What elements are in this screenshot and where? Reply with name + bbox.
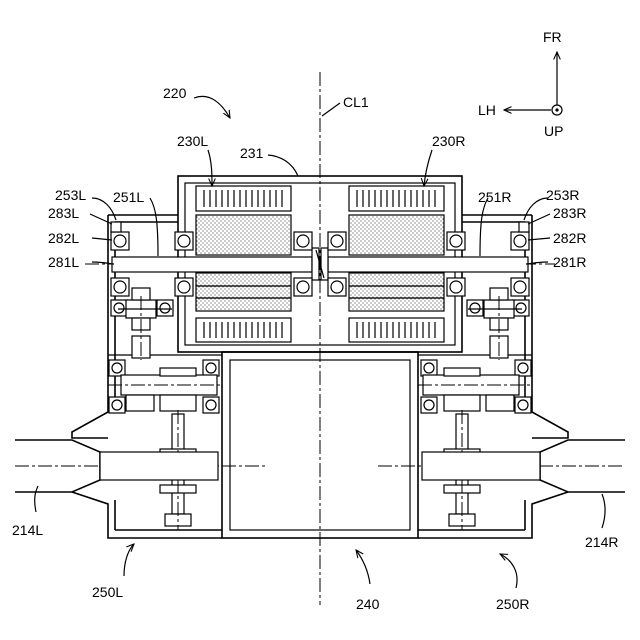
label-cl1: CL1 — [343, 94, 369, 110]
label-240: 240 — [356, 596, 380, 612]
label-251l: 251L — [113, 189, 144, 205]
label-283r: 283R — [553, 205, 586, 221]
label-282r: 282R — [553, 230, 586, 246]
label-250r: 250R — [496, 596, 529, 612]
label-253r: 253R — [546, 187, 579, 203]
label-231: 231 — [240, 145, 264, 161]
reference-labels: 220 CL1 FR LH UP 230L 231 230R 253L 251L… — [12, 29, 618, 612]
label-214r: 214R — [585, 534, 618, 550]
label-281l: 281L — [48, 254, 79, 270]
rotor-core-lower-left — [196, 273, 291, 311]
output-shaft-left — [112, 257, 312, 272]
rotor-core-upper-right — [349, 215, 444, 255]
label-230l: 230L — [177, 133, 208, 149]
orientation-indicator — [504, 52, 562, 115]
rotor-core-upper-left — [196, 215, 291, 255]
label-230r: 230R — [432, 133, 465, 149]
output-shaft-right — [328, 257, 528, 272]
label-lh: LH — [478, 102, 496, 118]
label-283l: 283L — [48, 205, 79, 221]
label-251r: 251R — [478, 189, 511, 205]
shaft-coupling-left — [312, 248, 319, 280]
shaft-coupling-right — [321, 248, 328, 280]
label-220: 220 — [163, 85, 187, 101]
label-250l: 250L — [92, 584, 123, 600]
label-214l: 214L — [12, 522, 43, 538]
label-253l: 253L — [55, 187, 86, 203]
label-up: UP — [544, 123, 563, 139]
label-fr: FR — [543, 29, 562, 45]
rotor-core-lower-right — [349, 273, 444, 311]
label-281r: 281R — [553, 254, 586, 270]
label-282l: 282L — [48, 230, 79, 246]
